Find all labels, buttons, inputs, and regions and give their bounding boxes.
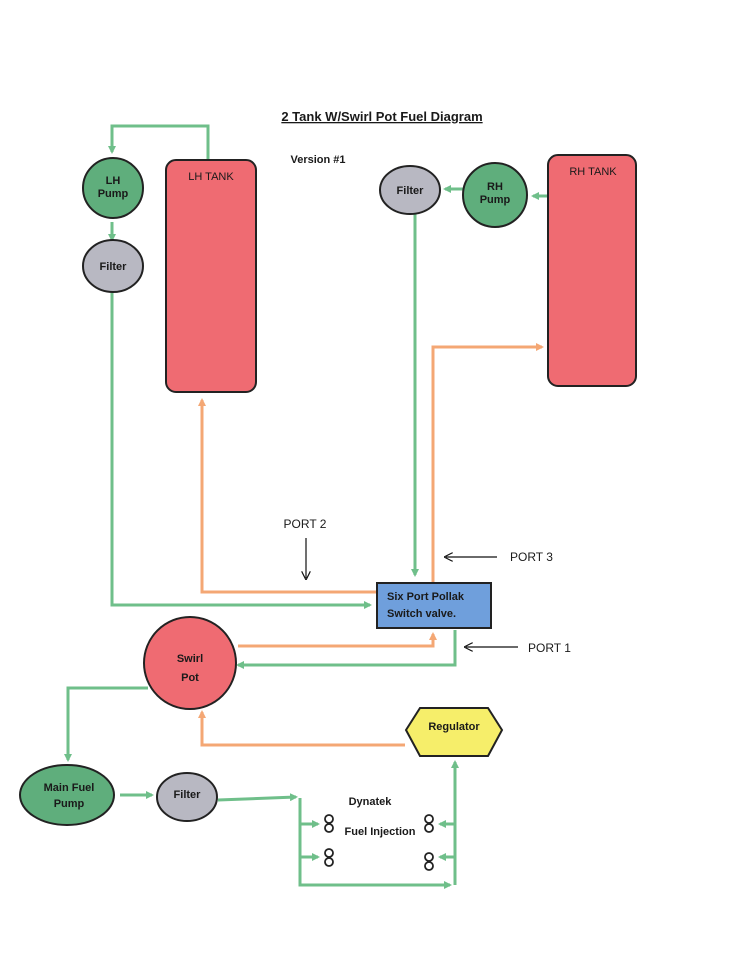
regulator-to-swirl-pot-return-line	[198, 710, 405, 747]
switch-valve-label-line2: Switch valve.	[387, 608, 456, 620]
rh-pump-label-line2: Pump	[480, 194, 511, 206]
diagram-title: 2 Tank W/Swirl Pot Fuel Diagram	[281, 109, 482, 124]
left-fuel-rail-line	[298, 798, 452, 889]
main-fuel-pump-label-line2: Pump	[54, 798, 85, 810]
lh-filter	[82, 239, 144, 293]
valve-to-rh-tank-return-line	[431, 343, 544, 582]
lh-tank-to-pump-line	[108, 124, 210, 160]
rh-filter-label: Filter	[397, 185, 425, 197]
port-1-label: PORT 1	[528, 641, 571, 655]
valve-to-swirl-pot-line	[236, 630, 457, 669]
main-filter	[156, 772, 218, 822]
rh-filter	[379, 165, 441, 215]
swirl-pot-to-valve-return-line	[238, 632, 437, 648]
injector-icon	[424, 814, 434, 833]
switch-valve-label-line1: Six Port Pollak	[387, 591, 465, 603]
swirl-pot-to-main-pump-line	[64, 686, 148, 762]
regulator-label: Regulator	[428, 721, 480, 733]
main-fuel-pump-label-line1: Main Fuel	[44, 782, 95, 794]
rh-pump	[462, 162, 528, 228]
lh-pump	[82, 157, 144, 219]
switch-valve	[376, 582, 492, 629]
injection-label-line2: Fuel Injection	[345, 826, 416, 838]
main-fuel-pump	[19, 764, 115, 826]
port-2-label: PORT 2	[284, 517, 327, 531]
lh-pump-label-line2: Pump	[98, 188, 129, 200]
rh-tank	[547, 154, 637, 387]
port-3-label: PORT 3	[510, 550, 553, 564]
lh-pump-label-line1: LH	[106, 175, 121, 187]
main-filter-label: Filter	[174, 789, 202, 801]
valve-to-lh-tank-return-line	[198, 398, 378, 594]
injector-icon	[324, 848, 334, 867]
injector-icon	[324, 814, 334, 833]
version-label: Version #1	[290, 154, 345, 166]
swirl-pot-label-line2: Pot	[181, 672, 199, 684]
lh-filter-label: Filter	[100, 261, 128, 273]
swirl-pot-label-line1: Swirl	[177, 653, 203, 665]
regulator	[404, 707, 504, 757]
lh-filter-to-valve-line	[110, 292, 372, 609]
injection-label-line1: Dynatek	[349, 796, 393, 808]
lh-tank	[165, 159, 257, 393]
rh-tank-label: RH TANK	[569, 166, 617, 178]
injector-icon	[424, 852, 434, 871]
filter-to-injectors-line	[217, 793, 298, 802]
swirl-pot	[143, 616, 237, 710]
rh-pump-label-line1: RH	[487, 181, 503, 193]
lh-tank-label: LH TANK	[188, 171, 234, 183]
